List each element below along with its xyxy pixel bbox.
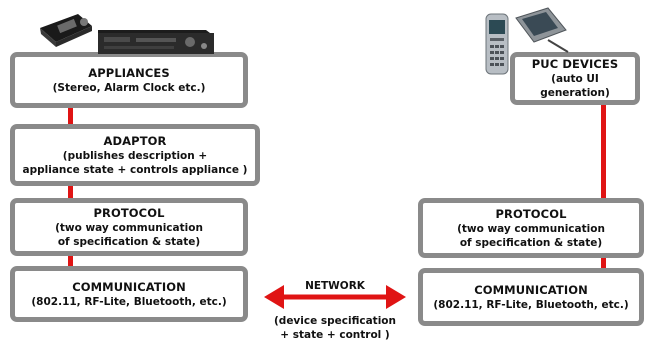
protocol-line2-right: of specification & state) [459, 236, 603, 249]
adaptor-line1: (publishes description + [62, 149, 208, 162]
communication-subtitle-right: (802.11, RF-Lite, Bluetooth, etc.) [433, 298, 629, 311]
appliances-box: APPLIANCES (Stereo, Alarm Clock etc.) [10, 52, 248, 108]
pda-icon [515, 7, 569, 53]
mobile-phone-icon [485, 13, 509, 75]
protocol-title-right: PROTOCOL [495, 206, 567, 221]
adaptor-title: ADAPTOR [103, 133, 167, 148]
puc-devices-title: PUC DEVICES [531, 57, 619, 71]
connector-puc-protocol [601, 103, 606, 201]
stereo-icon [98, 30, 214, 54]
network-caption-line1: (device specification [274, 315, 396, 327]
protocol-line1-right: (two way communication [457, 222, 605, 235]
protocol-line2-left: of specification & state) [57, 235, 201, 248]
connector-protocol-communication-left [68, 254, 73, 268]
communication-title-left: COMMUNICATION [72, 279, 186, 294]
connector-appliances-adaptor [68, 105, 73, 127]
appliances-subtitle: (Stereo, Alarm Clock etc.) [52, 81, 206, 94]
protocol-line1-left: (two way communication [55, 221, 203, 234]
protocol-box-left: PROTOCOL (two way communication of speci… [10, 198, 248, 256]
protocol-title-left: PROTOCOL [93, 205, 165, 220]
network-caption-line2: + state + control ) [280, 329, 390, 341]
connector-adaptor-protocol [68, 184, 73, 200]
alarm-clock-icon [40, 14, 92, 47]
adaptor-box: ADAPTOR (publishes description + applian… [10, 124, 260, 186]
puc-devices-box: PUC DEVICES (auto UI generation) [510, 52, 640, 105]
protocol-box-right: PROTOCOL (two way communication of speci… [418, 198, 644, 258]
adaptor-line2: appliance state + controls appliance ) [22, 163, 248, 176]
communication-box-right: COMMUNICATION (802.11, RF-Lite, Bluetoot… [418, 268, 644, 326]
communication-title-right: COMMUNICATION [474, 282, 588, 297]
puc-devices-subtitle: (auto UI generation) [540, 73, 610, 99]
communication-subtitle-left: (802.11, RF-Lite, Bluetooth, etc.) [31, 295, 227, 308]
connector-protocol-communication-right [601, 257, 606, 270]
communication-box-left: COMMUNICATION (802.11, RF-Lite, Bluetoot… [10, 266, 248, 322]
network-label: NETWORK [305, 280, 365, 292]
appliances-title: APPLIANCES [88, 65, 170, 80]
